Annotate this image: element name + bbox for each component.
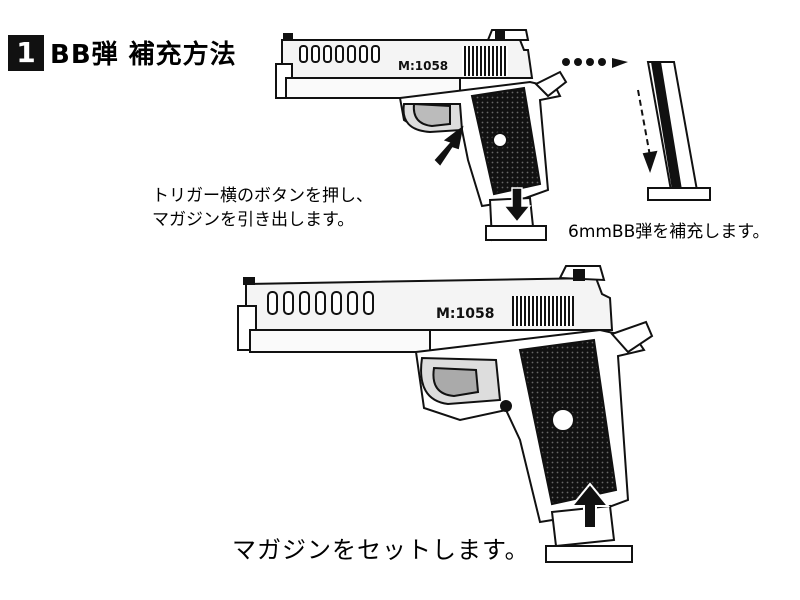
caption-line-1: トリガー横のボタンを押し、 [152, 186, 373, 206]
step-title: BB弾 補充方法 [50, 40, 237, 70]
bottom-model-label: M:1058 [436, 306, 495, 322]
bottom-pistol-illustration: M:1058 [237, 265, 654, 563]
magazine-illustration [637, 61, 711, 201]
caption-load-bb: 6mmBB弾を補充します。 [568, 222, 770, 242]
top-pistol-illustration: M:1058 [275, 29, 568, 242]
step-header: 1 BB弾 補充方法 [8, 34, 237, 71]
caption-release-magazine: トリガー横のボタンを押し、 マガジンを引き出します。 [152, 184, 373, 232]
dotted-arrow [562, 58, 628, 68]
caption-insert-magazine: マガジンをセットします。 [232, 536, 530, 564]
top-model-label: M:1058 [398, 59, 448, 73]
caption-line-2: マガジンを引き出します。 [152, 210, 355, 230]
step-number-badge: 1 [8, 34, 44, 71]
